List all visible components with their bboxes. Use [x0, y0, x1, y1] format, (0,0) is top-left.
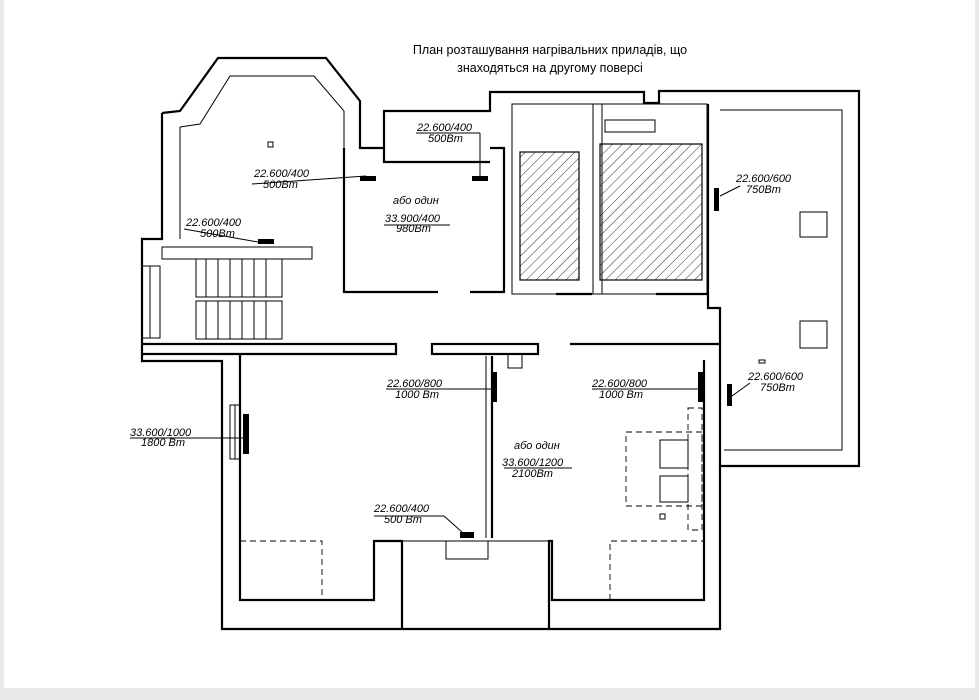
label-heater-right-upper-power: 750Вт	[746, 184, 781, 196]
floor-plan: План розташування нагрівальних приладів,…	[130, 43, 861, 631]
heater-mark-right-upper	[714, 188, 719, 211]
label-heater-tower-upper-model: 22.600/400	[253, 168, 310, 180]
inner-walls	[142, 103, 843, 538]
label-heater-bottom-model: 22.600/400	[373, 503, 430, 515]
leader-lines	[130, 132, 751, 533]
heater-mark-tower-upper	[360, 176, 376, 181]
label-heater-hall-top-power: 500Вт	[428, 133, 463, 145]
label-heater-hall-alt-note: або один	[393, 195, 439, 207]
label-heater-tower-lower-model: 22.600/400	[185, 217, 242, 229]
fixtures	[267, 141, 828, 531]
label-heater-center-right-model: 22.600/800	[591, 378, 648, 390]
label-heater-right-lower-power: 750Вт	[760, 382, 795, 394]
heater-mark-left-wall	[243, 414, 249, 454]
label-heater-hall-alt-model: 33.900/400	[385, 213, 441, 225]
label-heater-tower-upper-power: 500Вт	[263, 179, 298, 191]
heater-labels: 22.600/400 500Вт 22.600/400 500Вт 22.600…	[130, 122, 804, 526]
heater-mark-center-left	[492, 372, 497, 402]
heater-mark-tower-lower	[258, 239, 274, 244]
label-heater-hall-alt-power: 980Вт	[396, 223, 431, 235]
label-heater-left-wall-model: 33.600/1000	[130, 427, 192, 439]
label-heater-right-upper-model: 22.600/600	[735, 173, 792, 185]
label-heater-right-lower-model: 22.600/600	[747, 371, 804, 383]
balcony	[229, 355, 706, 629]
label-heater-center-left-power: 1000 Вт	[395, 389, 439, 401]
outer-walls	[140, 56, 861, 631]
label-heater-center-left-model: 22.600/800	[386, 378, 443, 390]
label-heater-bottom-power: 500 Вт	[384, 514, 422, 526]
label-heater-center-right-power: 1000 Вт	[599, 389, 643, 401]
label-heater-tower-lower-power: 500Вт	[200, 228, 235, 240]
plan-title-line-1: План розташування нагрівальних приладів,…	[413, 43, 687, 57]
heater-mark-hall-top	[472, 176, 488, 181]
plan-title-line-2: знаходяться на другому поверсі	[457, 61, 643, 75]
staircase	[141, 246, 313, 340]
shaft-right	[599, 143, 703, 281]
document-sheet: План розташування нагрівальних приладів,…	[4, 0, 975, 688]
label-heater-center-alt-power: 2100Вт	[511, 468, 553, 480]
label-heater-center-alt-model: 33.600/1200	[502, 457, 564, 469]
label-heater-left-wall-power: 1800 Вт	[141, 437, 185, 449]
shaft-left	[519, 151, 580, 281]
heater-mark-bottom	[460, 532, 474, 538]
heater-mark-center-right	[698, 372, 703, 402]
label-heater-center-alt-note: або один	[514, 440, 560, 452]
label-heater-hall-top-model: 22.600/400	[416, 122, 473, 134]
heater-mark-right-lower	[727, 384, 732, 406]
heater-symbols	[243, 176, 732, 538]
